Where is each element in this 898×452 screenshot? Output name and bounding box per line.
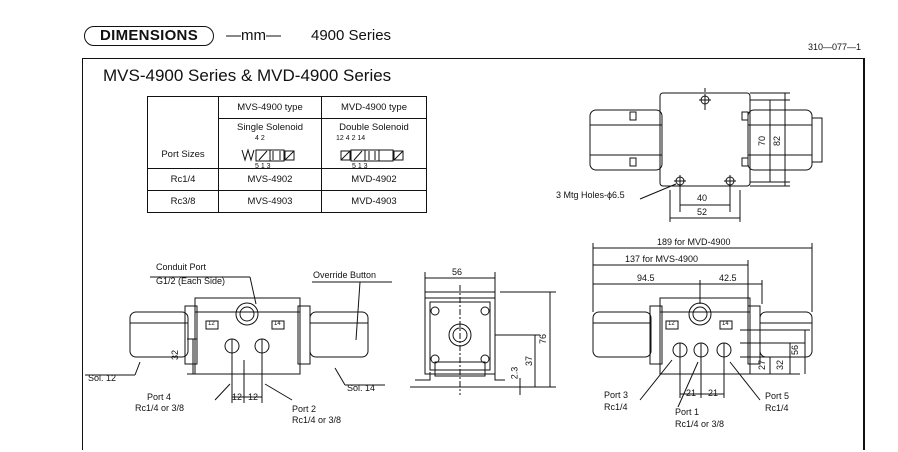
side-view-drawing <box>410 272 556 395</box>
port4-label: Port 4 <box>147 392 172 402</box>
spec-table: Port Sizes MVS-4900 type MVD-4900 type S… <box>147 96 427 213</box>
front-tag-14: 14 <box>274 321 281 327</box>
unit-label: —mm— <box>226 27 281 44</box>
conduit-port-label: Conduit Port <box>156 262 207 272</box>
side-dim-37: 37 <box>524 355 535 367</box>
drawing-frame <box>82 58 865 450</box>
document-number: 310—077—1 <box>808 42 862 52</box>
front-dim-32: 32 <box>170 349 181 361</box>
port1-size: Rc1/4 or 3/8 <box>675 419 725 429</box>
side-dim-2-3: 2.3 <box>509 366 520 380</box>
sol14-label: Sol. 14 <box>347 383 376 393</box>
bottom-dim-32: 32 <box>775 359 786 371</box>
override-button-label: Override Button <box>313 270 377 280</box>
dimensions-badge: DIMENSIONS <box>84 26 214 46</box>
port1-label: Port 1 <box>675 407 700 417</box>
bottom-dim-21b: 21 <box>708 388 719 398</box>
port5-label: Port 5 <box>765 391 790 401</box>
port2-size: Rc1/4 or 3/8 <box>292 415 342 425</box>
sol12-label: Sol. 12 <box>88 373 117 383</box>
dim-94-5: 94.5 <box>637 273 655 283</box>
mtg-holes-label: 3 Mtg Holes-ϕ6.5 <box>556 190 625 200</box>
front-dim-12b: 12 <box>248 392 259 402</box>
bottom-dim-56: 56 <box>790 344 801 356</box>
mvd-valve-symbol: 12 4 2 14 5 1 3 <box>321 135 427 170</box>
dim-42-5: 42.5 <box>719 273 737 283</box>
dim-52: 52 <box>697 207 708 217</box>
front-tag-12: 12 <box>208 321 215 327</box>
port3-size: Rc1/4 <box>604 402 628 412</box>
series-heading: 4900 Series <box>311 27 392 44</box>
bottom-tag-14: 14 <box>722 321 729 327</box>
mvs-valve-symbol: 4 2 5 1 3 <box>218 135 322 170</box>
dim-137: 137 for MVS-4900 <box>625 254 699 264</box>
front-dim-12a: 12 <box>232 392 243 402</box>
single-solenoid-symbol-icon <box>241 148 295 162</box>
bottom-dim-21a: 21 <box>686 388 697 398</box>
row-mvs-4903: MVS-4903 <box>218 190 322 213</box>
dim-82: 82 <box>772 135 783 147</box>
front-view-drawing <box>85 276 392 403</box>
drawing-frame-right-edge <box>863 58 865 450</box>
double-solenoid-symbol-icon <box>340 149 404 162</box>
dim-70: 70 <box>757 135 768 147</box>
conduit-size-label: G1/2 (Each Side) <box>156 276 226 286</box>
bottom-view-drawing <box>592 243 813 408</box>
row-mvd-4903: MVD-4903 <box>321 190 427 213</box>
dim-189: 189 for MVD-4900 <box>657 237 731 247</box>
port4-size: Rc1/4 or 3/8 <box>135 403 185 413</box>
port5-size: Rc1/4 <box>765 403 789 413</box>
bottom-dim-27: 27 <box>757 359 768 371</box>
side-dim-76: 76 <box>538 333 549 345</box>
bottom-tag-12: 12 <box>668 321 675 327</box>
mvd-solenoid-label: Double Solenoid <box>321 118 427 137</box>
top-view-drawing <box>589 88 823 222</box>
side-dim-56: 56 <box>452 267 463 277</box>
dim-40: 40 <box>697 193 708 203</box>
port2-label: Port 2 <box>292 404 317 414</box>
port3-label: Port 3 <box>604 390 629 400</box>
main-title: MVS-4900 Series & MVD-4900 Series <box>103 66 392 85</box>
